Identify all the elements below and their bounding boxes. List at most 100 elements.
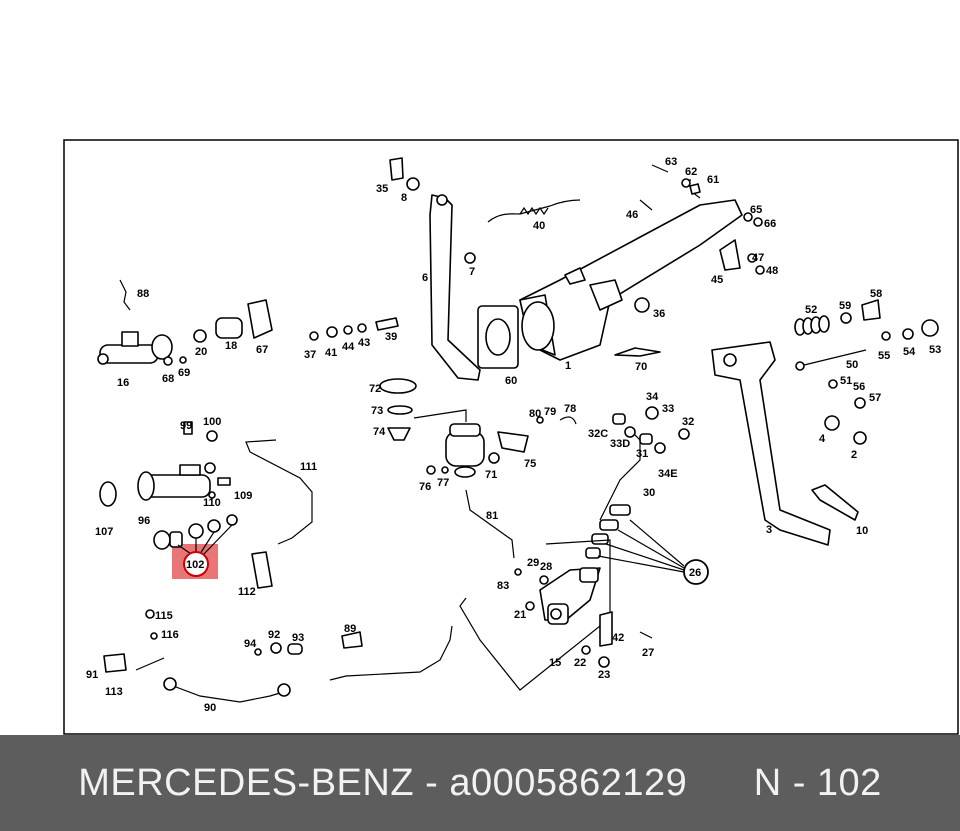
- callout-96: 96: [138, 515, 150, 527]
- callout-26: 26: [689, 567, 701, 579]
- footer-gap: [687, 762, 753, 805]
- callout-37: 37: [304, 349, 316, 361]
- callout-33d: 33D: [610, 438, 630, 450]
- callout-6: 6: [422, 272, 428, 284]
- callout-110: 110: [203, 497, 221, 509]
- callout-32c: 32C: [588, 428, 608, 440]
- callout-81: 81: [486, 510, 498, 522]
- callout-80: 80: [529, 408, 541, 420]
- callout-54: 54: [903, 346, 916, 358]
- callout-circle-102: [183, 551, 209, 577]
- callout-35: 35: [376, 183, 388, 195]
- callout-43: 43: [358, 337, 370, 349]
- callout-94: 94: [244, 638, 257, 650]
- callout-116: 116: [161, 629, 179, 641]
- callout-53: 53: [929, 344, 941, 356]
- callout-44: 44: [342, 341, 355, 353]
- callout-7: 7: [469, 266, 475, 278]
- brake-pedal: [711, 341, 831, 546]
- pedal-bracket: [519, 199, 743, 361]
- callout-102: 102: [186, 559, 204, 571]
- callout-89: 89: [344, 623, 356, 635]
- callout-62: 62: [685, 166, 697, 178]
- callout-112: 112: [238, 586, 256, 598]
- line-88: [119, 279, 131, 311]
- callout-45: 45: [711, 274, 723, 286]
- callout-36: 36: [653, 308, 665, 320]
- callout-46: 46: [626, 209, 638, 221]
- callout-4: 4: [819, 433, 826, 445]
- callout-33: 33: [662, 403, 674, 415]
- callout-67: 67: [256, 344, 268, 356]
- callout-39: 39: [385, 331, 397, 343]
- callout-16: 16: [117, 377, 129, 389]
- callout-41: 41: [325, 347, 337, 359]
- callout-76: 76: [419, 481, 431, 493]
- callout-100: 100: [203, 416, 221, 428]
- callout-74: 74: [373, 426, 386, 438]
- callout-93: 93: [292, 632, 304, 644]
- callout-56: 56: [853, 381, 865, 393]
- callout-51: 51: [840, 375, 852, 387]
- pipe-81: [465, 489, 515, 559]
- callout-47: 47: [752, 252, 764, 264]
- callout-48: 48: [766, 265, 778, 277]
- callout-71: 71: [485, 469, 497, 481]
- spring-52: [794, 315, 830, 336]
- brand-name: MERCEDES-BENZ: [78, 761, 415, 804]
- callout-22: 22: [574, 657, 586, 669]
- callout-88: 88: [137, 288, 149, 300]
- callout-109: 109: [234, 490, 252, 502]
- callout-59: 59: [839, 300, 851, 312]
- callout-29: 29: [527, 557, 539, 569]
- callout-60: 60: [505, 375, 517, 387]
- footer-bar: MERCEDES-BENZ - a0005862129 N - 102: [0, 735, 960, 831]
- callout-42: 42: [612, 632, 624, 644]
- callout-57: 57: [869, 392, 881, 404]
- callout-78: 78: [564, 403, 576, 415]
- hose-87: [329, 625, 453, 681]
- callout-83: 83: [497, 580, 509, 592]
- callout-20: 20: [195, 346, 207, 358]
- callout-40: 40: [533, 220, 545, 232]
- callout-3: 3: [766, 524, 772, 536]
- callout-circle-26: [683, 559, 709, 585]
- callout-21: 21: [514, 609, 526, 621]
- callout-55: 55: [878, 350, 890, 362]
- callout-66: 66: [764, 218, 776, 230]
- callout-labels: 1 2 3 4 6 7 8 10 15 16 18 20 21 22 23 26…: [86, 156, 941, 714]
- callout-90: 90: [204, 702, 216, 714]
- callout-69: 69: [178, 367, 190, 379]
- callout-63: 63: [665, 156, 677, 168]
- piston-part: [153, 530, 171, 550]
- callout-1: 1: [565, 360, 571, 372]
- callout-52: 52: [805, 304, 817, 316]
- callout-99: 99: [180, 420, 192, 432]
- callout-68: 68: [162, 373, 174, 385]
- callout-30: 30: [643, 487, 655, 499]
- callout-79: 79: [544, 406, 556, 418]
- callout-65: 65: [750, 204, 762, 216]
- callout-70: 70: [635, 361, 647, 373]
- spring-40: [487, 199, 581, 223]
- gasket-60: [477, 305, 519, 369]
- part-number: a0005862129: [449, 761, 688, 804]
- callout-75: 75: [524, 458, 536, 470]
- slave-cylinder-96: [99, 462, 216, 507]
- callout-111: 111: [300, 461, 317, 473]
- callout-113: 113: [105, 686, 123, 698]
- footer-separator: -: [414, 761, 450, 804]
- clutch-master-cylinder-16: [97, 331, 187, 366]
- parts-diagram: 1 2 3 4 6 7 8 10 15 16 18 20 21 22 23 26…: [63, 139, 959, 735]
- callout-91: 91: [86, 669, 98, 681]
- callout-58: 58: [870, 288, 882, 300]
- reservoir-71: [445, 423, 500, 478]
- clutch-pedal: [429, 194, 481, 381]
- bracket-35: [389, 157, 404, 181]
- callout-92: 92: [268, 629, 280, 641]
- callout-34: 34: [646, 391, 659, 403]
- callout-50: 50: [846, 359, 858, 371]
- callout-115: 115: [155, 610, 173, 622]
- callout-72: 72: [369, 383, 381, 395]
- position-label: N - 102: [753, 761, 882, 804]
